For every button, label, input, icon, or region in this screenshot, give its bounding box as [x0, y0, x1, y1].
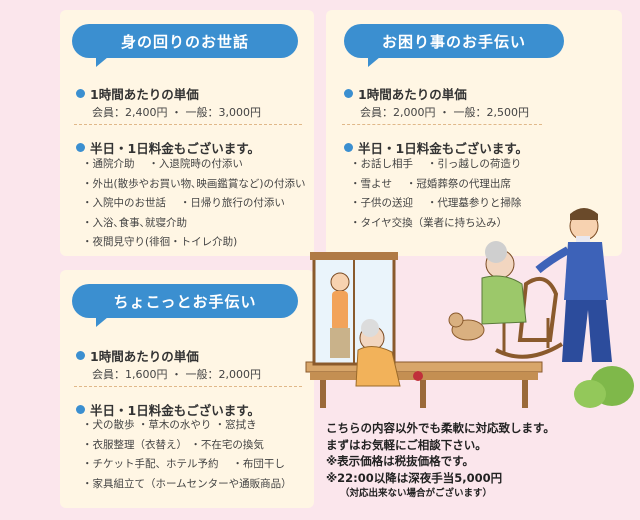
card-troubles-title: お困り事のお手伝い	[344, 24, 564, 67]
list-item: ・衣服整理（衣替え） ・不在宅の換気	[82, 438, 264, 451]
card-small-help-list: ・犬の散歩 ・草木の水やり ・窓拭き ・衣服整理（衣替え） ・不在宅の換気 ・チ…	[82, 416, 292, 494]
card-personal-care-price: 会員：2,400円 ・ 一般：3,000円	[92, 106, 261, 119]
card-troubles-unit: 1時間あたりの単価	[344, 84, 467, 103]
blue-dot-icon	[76, 405, 85, 414]
divider	[74, 124, 302, 125]
list-item: ・夜間見守り(徘徊・トイレ介助)	[82, 236, 238, 248]
halfday-label: 半日・1日料金もございます。	[90, 141, 260, 156]
note-line: ※22:00以降は深夜手当5,000円	[326, 470, 503, 485]
halfday-label: 半日・1日料金もございます。	[90, 403, 260, 418]
card-small-help-halfday: 半日・1日料金もございます。	[76, 400, 260, 419]
blue-dot-icon	[76, 351, 85, 360]
card-troubles-halfday: 半日・1日料金もございます。	[344, 138, 528, 157]
list-item: ・子供の送迎 ・代理墓参りと掃除	[350, 197, 522, 209]
card-small-help-unit: 1時間あたりの単価	[76, 346, 199, 365]
list-item: ・タイヤ交換（業者に持ち込み）	[350, 216, 508, 229]
note-line: （対応出来ない場合がございます）	[340, 488, 493, 499]
divider	[342, 124, 542, 125]
card-troubles-price: 会員：2,000円 ・ 一般：2,500円	[360, 106, 529, 119]
notes-block: こちらの内容以外でも柔軟に対応致します。 まずはお気軽にご相談下さい。 ※表示価…	[326, 420, 555, 503]
card-troubles-list: ・お話し相手 ・引っ越しの荷造り ・雪よせ ・冠婚葬祭の代理出席 ・子供の送迎 …	[350, 155, 521, 233]
unit-label: 1時間あたりの単価	[90, 349, 199, 364]
card-personal-care-title: 身の回りのお世話	[72, 24, 298, 67]
blue-dot-icon	[76, 89, 85, 98]
divider	[74, 386, 302, 387]
list-item: ・通院介助 ・入退院時の付添い	[82, 158, 243, 170]
unit-label: 1時間あたりの単価	[90, 87, 199, 102]
card-small-help-title: ちょこっとお手伝い	[72, 284, 298, 327]
card-personal-care-halfday: 半日・1日料金もございます。	[76, 138, 260, 157]
list-item: ・犬の散歩 ・草木の水やり ・窓拭き	[82, 419, 257, 431]
card-personal-care-list: ・通院介助 ・入退院時の付添い ・外出(散歩やお買い物､映画鑑賞など)の付添い …	[82, 155, 305, 253]
note-line: こちらの内容以外でも柔軟に対応致します。	[326, 421, 555, 435]
list-item: ・入院中のお世話 ・日帰り旅行の付添い	[82, 197, 285, 209]
card-personal-care-unit: 1時間あたりの単価	[76, 84, 199, 103]
caregivers-illustration	[305, 208, 634, 408]
note-line: まずはお気軽にご相談下さい。	[326, 437, 487, 452]
note-line: ※表示価格は税抜価格です。	[326, 454, 475, 468]
blue-dot-icon	[76, 143, 85, 152]
list-item: ・チケット手配、ホテル予約 ・布団干し	[82, 458, 285, 470]
list-item: ・雪よせ ・冠婚葬祭の代理出席	[350, 177, 511, 190]
list-item: ・入浴､食事､就寝介助	[82, 216, 187, 229]
list-item: ・家具組立て（ホームセンターや通販商品）	[82, 477, 292, 490]
list-item: ・外出(散歩やお買い物､映画鑑賞など)の付添い	[82, 177, 306, 190]
blue-dot-icon	[344, 89, 353, 98]
halfday-label: 半日・1日料金もございます。	[358, 141, 528, 156]
unit-label: 1時間あたりの単価	[358, 87, 467, 102]
card-small-help-price: 会員：1,600円 ・ 一般：2,000円	[92, 368, 261, 381]
list-item: ・お話し相手 ・引っ越しの荷造り	[350, 158, 522, 170]
blue-dot-icon	[344, 143, 353, 152]
